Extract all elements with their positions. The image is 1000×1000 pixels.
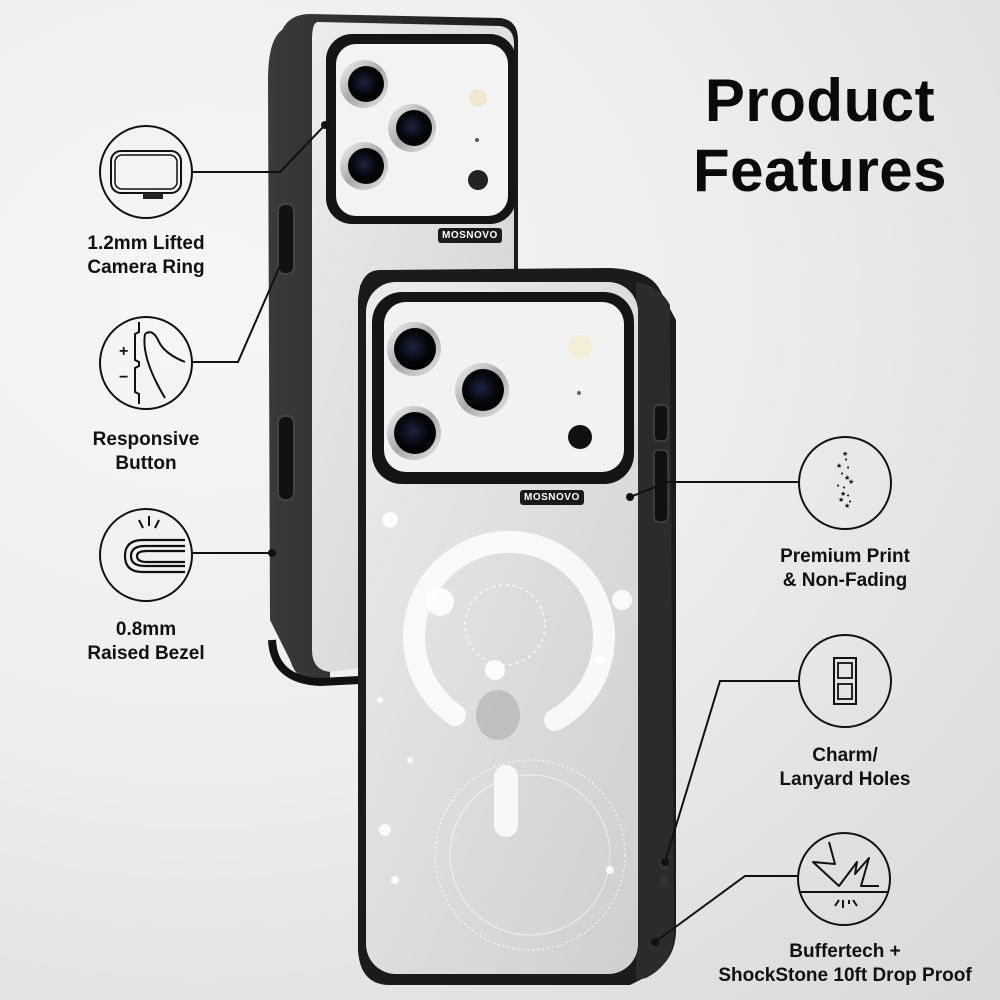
- feature-label: Premium Print & Non-Fading: [780, 546, 910, 591]
- feature-icon-circle: [797, 832, 891, 926]
- title-line-1: Product: [704, 67, 936, 134]
- svg-text:•: •: [844, 456, 848, 464]
- svg-text:★: ★: [840, 490, 846, 498]
- feature-label: Buffertech + ShockStone 10ft Drop Proof: [718, 941, 972, 986]
- svg-text:+: +: [119, 343, 128, 360]
- svg-text:•: •: [836, 482, 840, 490]
- brand-tag-back: MOSNOVO: [438, 228, 502, 243]
- feature-label: 1.2mm Lifted Camera Ring: [87, 233, 205, 278]
- stars-print-icon: ★• ★• •★ ★• •★ •★ ★•: [836, 450, 854, 510]
- svg-text:•: •: [846, 492, 850, 500]
- svg-text:★: ★: [842, 450, 848, 458]
- feature-icon-circle: [99, 508, 193, 602]
- impact-shock-icon: [801, 841, 887, 908]
- title-line-2: Features: [692, 137, 948, 204]
- svg-text:•: •: [846, 464, 850, 472]
- svg-text:★: ★: [838, 496, 844, 504]
- feature-icon-circle: [798, 634, 892, 728]
- svg-text:•: •: [848, 498, 852, 506]
- svg-text:★: ★: [844, 474, 850, 482]
- feature-label: Charm/ Lanyard Holes: [779, 745, 911, 790]
- svg-text:•: •: [840, 470, 844, 478]
- svg-text:★: ★: [848, 478, 854, 486]
- raised-bezel-icon: [123, 516, 185, 574]
- brand-tag-front: MOSNOVO: [520, 490, 584, 505]
- lanyard-holes-icon: [833, 657, 857, 705]
- feature-label: Responsive Button: [92, 429, 200, 474]
- svg-text:★: ★: [836, 462, 842, 470]
- side-button-icon: + −: [119, 322, 186, 404]
- feature-icon-circle: [99, 125, 193, 219]
- feature-icon-circle: + −: [99, 316, 193, 410]
- svg-text:−: −: [119, 369, 128, 386]
- svg-text:•: •: [842, 484, 846, 492]
- svg-text:★: ★: [844, 502, 850, 510]
- feature-label: 0.8mm Raised Bezel: [87, 619, 205, 664]
- feature-icon-circle: ★• ★• •★ ★• •★ •★ ★•: [798, 436, 892, 530]
- page-title: Product Features: [660, 66, 980, 206]
- camera-ring-icon: [110, 150, 182, 199]
